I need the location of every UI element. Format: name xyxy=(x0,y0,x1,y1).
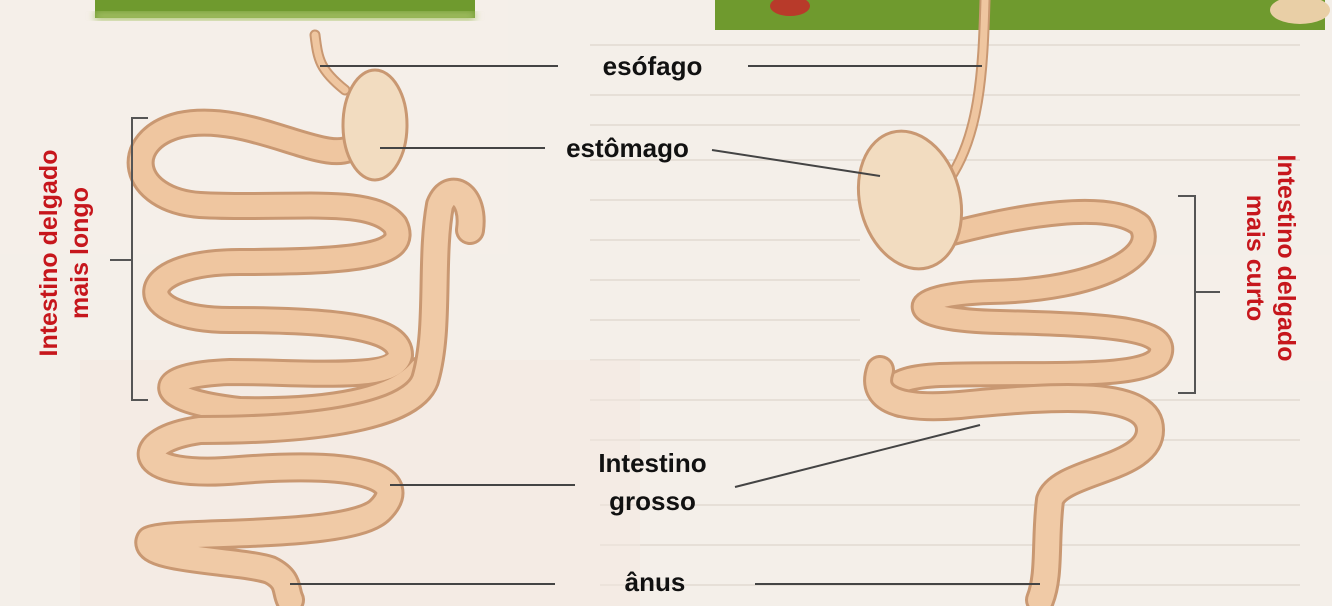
left-side-label-line2: mais longo xyxy=(65,123,96,383)
right-side-label: Intestino delgado mais curto xyxy=(1239,128,1301,388)
left-stomach xyxy=(343,70,407,180)
label-esofago: esófago xyxy=(565,50,740,82)
left-side-label-line1: Intestino delgado xyxy=(34,123,65,383)
grass-strip-left xyxy=(95,0,475,20)
label-intestino-grosso-line2: grosso xyxy=(560,485,745,517)
right-side-label-line2: mais curto xyxy=(1239,128,1270,388)
right-side-label-line1: Intestino delgado xyxy=(1270,128,1301,388)
label-intestino-grosso: Intestino grosso xyxy=(560,447,745,517)
grass-strip-right xyxy=(715,0,1330,30)
left-side-label: Intestino delgado mais longo xyxy=(34,123,96,383)
label-intestino-grosso-line1: Intestino xyxy=(560,447,745,479)
label-estomago: estômago xyxy=(540,132,715,164)
label-anus: ânus xyxy=(575,566,735,598)
